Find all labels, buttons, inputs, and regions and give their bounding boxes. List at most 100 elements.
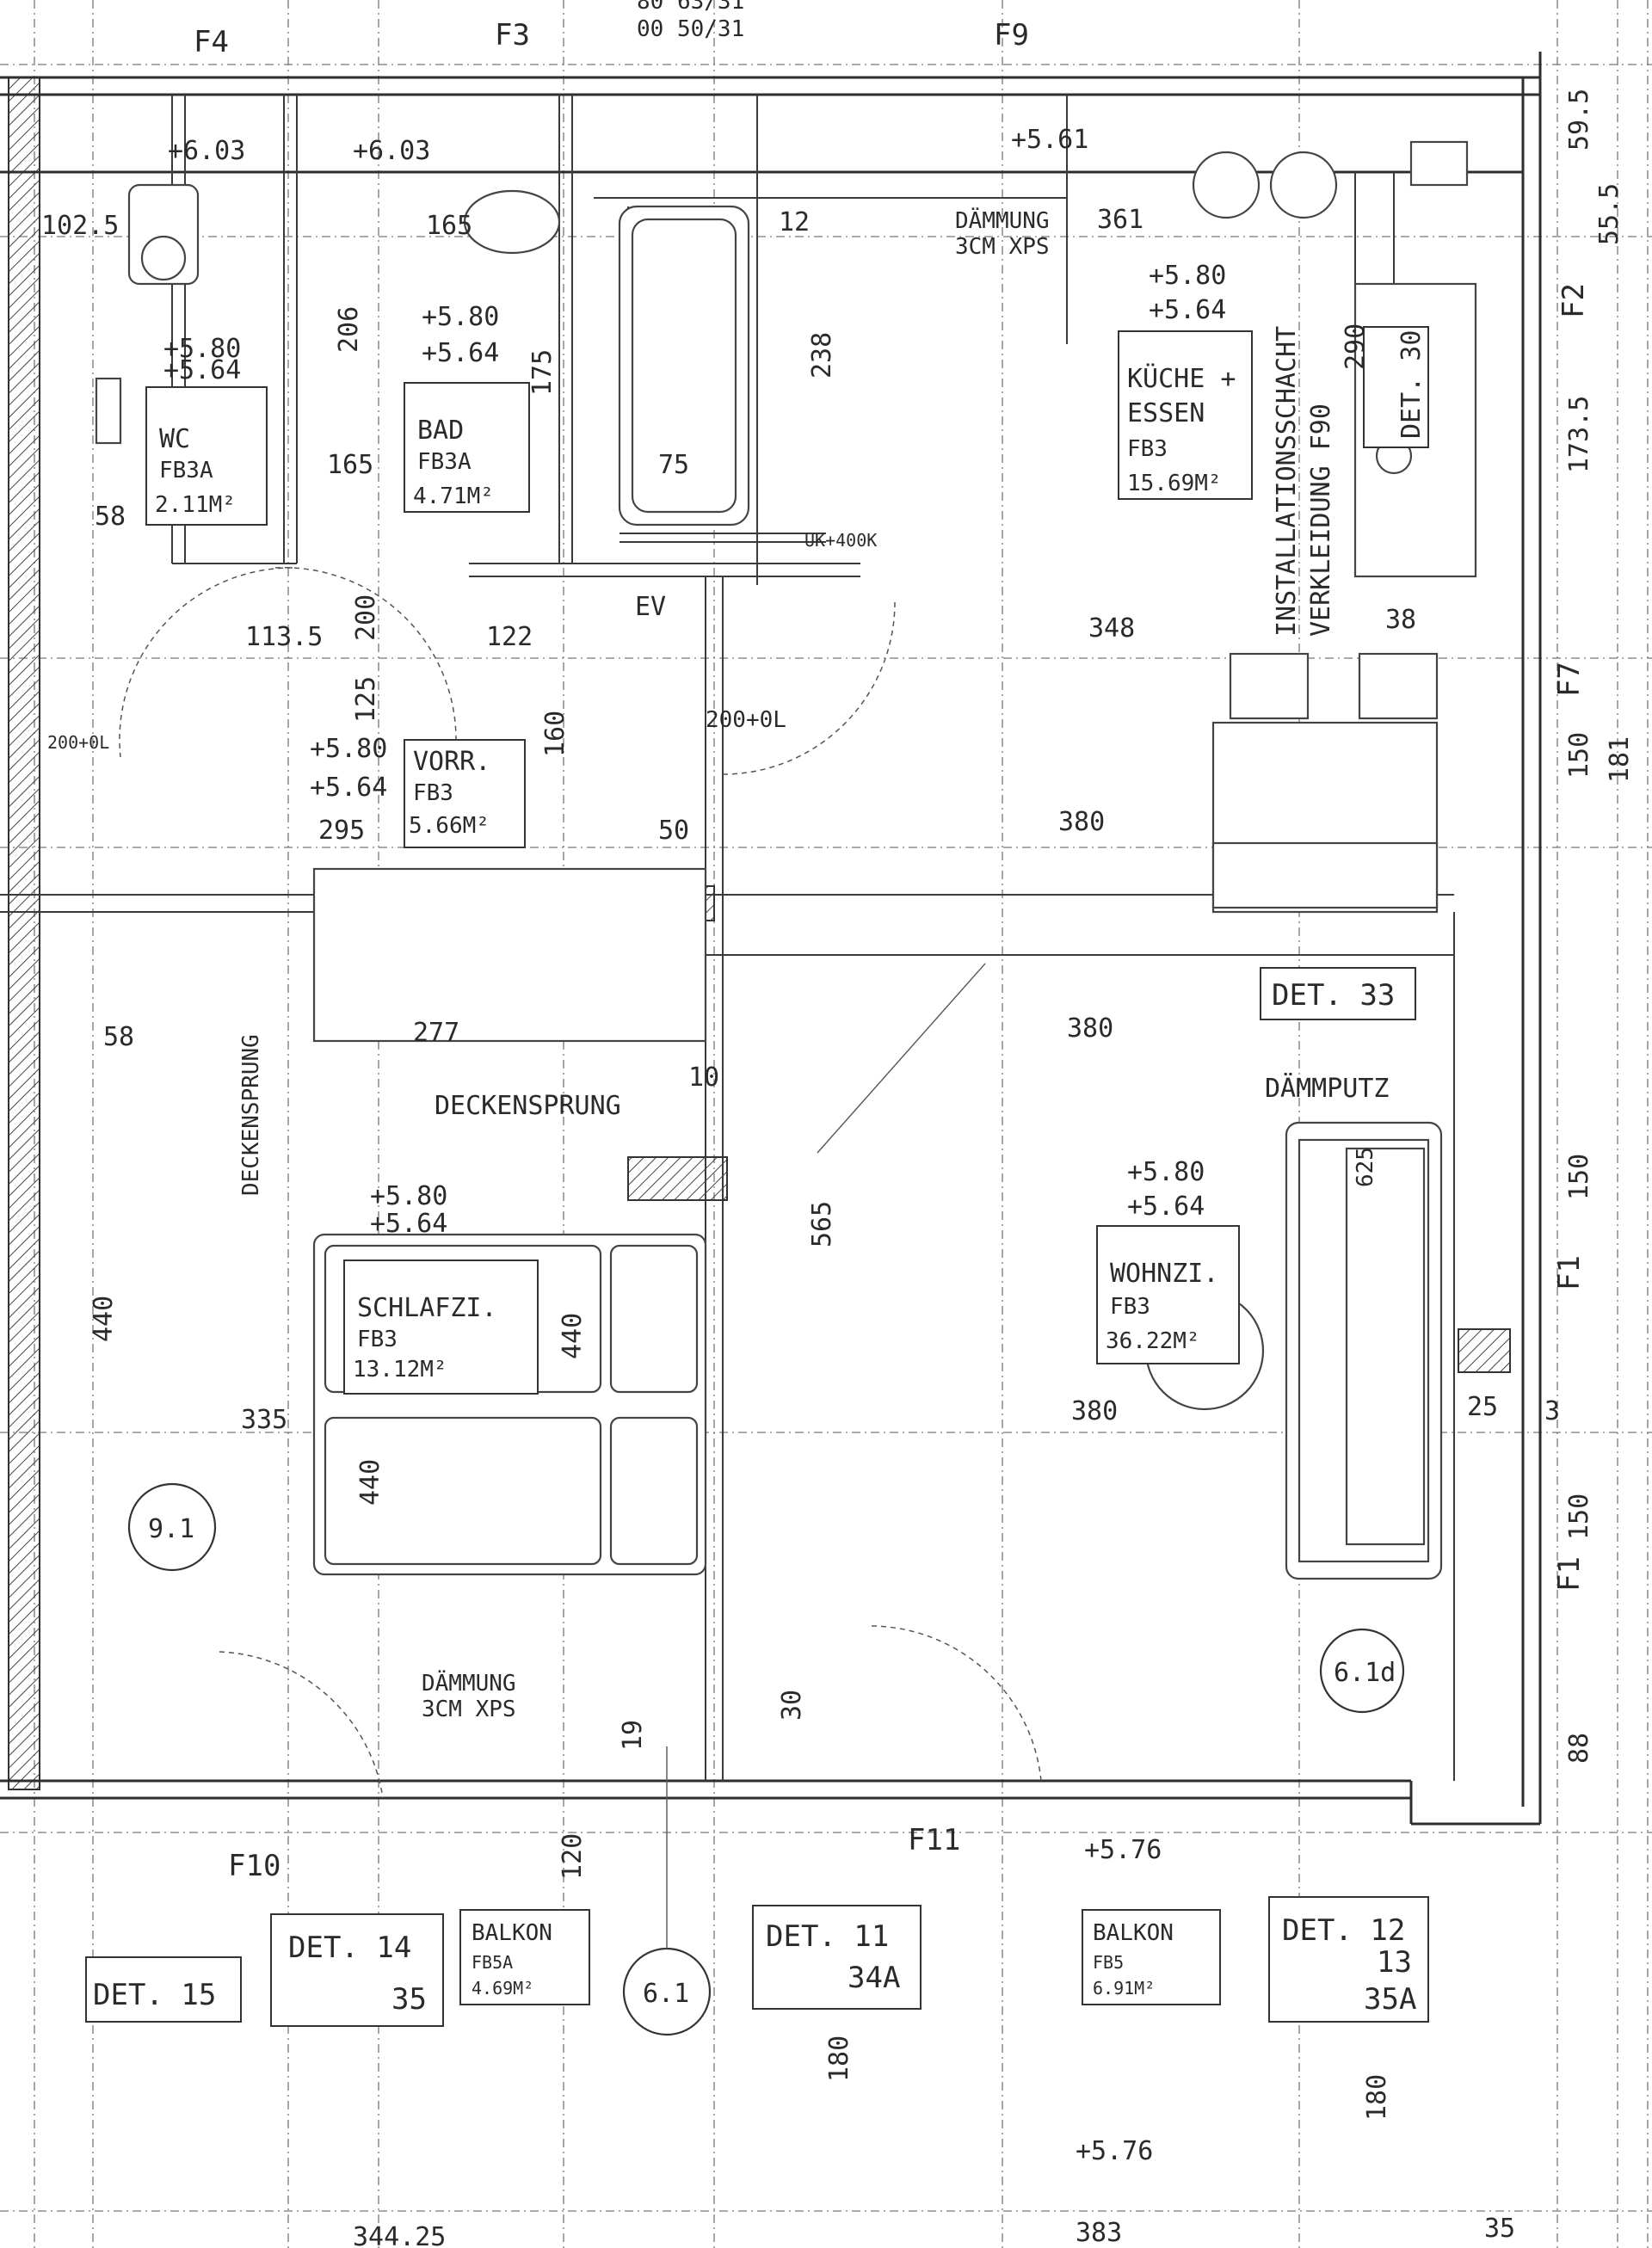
- dim-380-a: 380: [1058, 807, 1105, 837]
- vorr-area: 5.66M²: [409, 813, 490, 839]
- dim-55: 55.5: [1594, 183, 1624, 245]
- frame-note-a: 80 63/31: [637, 0, 744, 15]
- dim-348: 348: [1088, 613, 1135, 644]
- dim-120: 120: [558, 1833, 588, 1880]
- dim-277: 277: [413, 1018, 459, 1048]
- dim-625: 625: [1353, 1147, 1378, 1187]
- dim-35: 35: [1484, 2214, 1515, 2244]
- dim-165-a: 165: [327, 450, 373, 480]
- window-f4: F4: [194, 25, 229, 59]
- axis-6-1: 6.1: [643, 1979, 689, 2009]
- det11-number: 34A: [848, 1961, 900, 1995]
- wohnzi-area: 36.22M²: [1106, 1328, 1200, 1354]
- wohnzi-level-top: +5.80: [1127, 1157, 1205, 1187]
- wc-floor: FB3A: [159, 458, 213, 483]
- det12-label: DET. 12: [1282, 1913, 1405, 1948]
- wc-name: WC: [159, 424, 190, 454]
- door-swings: [119, 567, 1042, 1799]
- dim-335: 335: [241, 1405, 287, 1435]
- wc-level-top: +5.80: [163, 334, 241, 364]
- window-f11: F11: [908, 1823, 960, 1857]
- daemmung-2-a: DÄMMUNG: [955, 206, 1050, 234]
- installation-shaft: INSTALLATIONSSCHACHT: [1272, 326, 1302, 637]
- dim-150-b: 150: [1564, 1494, 1594, 1540]
- kueche-name-2: ESSEN: [1127, 398, 1205, 428]
- installation-cladding: VERKLEIDUNG F90: [1306, 403, 1336, 637]
- wc-area: 2.11M²: [155, 492, 236, 518]
- schlafzi-area: 13.12M²: [353, 1357, 447, 1383]
- axis-6-1d: 6.1d: [1334, 1658, 1396, 1688]
- schlafzi-floor: FB3: [357, 1327, 398, 1352]
- bad-level-bottom: +5.64: [422, 338, 499, 368]
- bad-name: BAD: [417, 416, 464, 446]
- kueche-name-1: KÜCHE +: [1127, 363, 1236, 394]
- dim-238: 238: [807, 332, 837, 379]
- kueche-level-top: +5.80: [1149, 261, 1226, 291]
- ev-label: EV: [635, 592, 666, 622]
- axis-9-1: 9.1: [148, 1514, 194, 1544]
- dim-165-b: 165: [426, 211, 472, 241]
- dim-12: 12: [779, 207, 810, 237]
- window-f7: F7: [1552, 662, 1587, 697]
- window-f1-a: F1: [1552, 1255, 1587, 1290]
- dim-380-b: 380: [1067, 1013, 1113, 1044]
- kueche-floor: FB3: [1127, 436, 1168, 462]
- wohnzi-level-bottom: +5.64: [1127, 1192, 1205, 1222]
- det14-number: 35: [391, 1982, 427, 2017]
- vorr-name: VORR.: [413, 747, 490, 777]
- dimension-text: 344.25 383 380 380 380 348 335 565 440 4…: [41, 89, 1635, 2248]
- det15-label: DET. 15: [93, 1978, 216, 2012]
- dim-380-c: 380: [1071, 1396, 1118, 1426]
- dim-160: 160: [540, 711, 570, 757]
- vorr-floor: FB3: [413, 780, 453, 806]
- level-603-b: +6.03: [353, 136, 430, 166]
- vorr-level-bottom: +5.64: [310, 773, 387, 803]
- dim-180-a: 180: [824, 2036, 854, 2082]
- det11-label: DET. 11: [766, 1919, 889, 1954]
- window-f3: F3: [495, 18, 530, 52]
- dim-25: 25: [1467, 1392, 1498, 1422]
- point-bottom: UK+400K: [804, 530, 877, 551]
- dim-3: 3: [1544, 1396, 1560, 1426]
- frame-note-b: 00 50/31: [637, 16, 744, 42]
- daemmung-1-a: DÄMMUNG: [422, 1669, 516, 1697]
- dim-383: 383: [1076, 2218, 1122, 2248]
- axis-text: 9.1 6.1 6.1d: [148, 1514, 1396, 2009]
- dim-565: 565: [807, 1201, 837, 1247]
- dim-102: 102.5: [41, 211, 119, 241]
- dim-58-a: 58: [95, 502, 126, 532]
- dim-181: 181: [1605, 736, 1635, 783]
- dim-125: 125: [351, 676, 381, 723]
- dim-440-a: 440: [89, 1296, 119, 1342]
- det14-label: DET. 14: [288, 1931, 411, 1965]
- det12-number: 13: [1377, 1945, 1412, 1980]
- level-561: +5.61: [1011, 125, 1088, 155]
- balkon2-name: BALKON: [1093, 1920, 1174, 1946]
- dim-344: 344.25: [353, 2222, 446, 2248]
- kueche-level-bottom: +5.64: [1149, 295, 1226, 325]
- dim-150-a: 150: [1564, 1154, 1594, 1200]
- kueche-area: 15.69M²: [1127, 471, 1222, 496]
- dim-50: 50: [658, 816, 689, 846]
- bad-level-top: +5.80: [422, 302, 499, 332]
- window-f9: F9: [994, 18, 1029, 52]
- det33-label: DET. 33: [1272, 978, 1395, 1013]
- deckensprung-vertical: DECKENSPRUNG: [238, 1034, 264, 1196]
- axis-markers: [127, 1482, 1405, 2036]
- schlafzi-level-top: +5.80: [370, 1181, 447, 1211]
- balkon1-name: BALKON: [472, 1920, 552, 1946]
- schlafzi-name: SCHLAFZI.: [357, 1293, 497, 1323]
- level-text: +6.03 +6.03 +5.61 +5.76 +5.76: [168, 125, 1162, 2166]
- balkon2-area: 6.91M²: [1093, 1978, 1155, 1999]
- dim-180-b: 180: [1362, 2074, 1392, 2121]
- deckensprung-horizontal: DECKENSPRUNG: [435, 1091, 621, 1121]
- det12-code: 35A: [1364, 1982, 1416, 2017]
- det30-label: DET. 30: [1396, 330, 1427, 439]
- level-576-b: +5.76: [1076, 2136, 1153, 2166]
- window-f10: F10: [228, 1849, 280, 1883]
- dim-88: 88: [1564, 1733, 1594, 1764]
- vorr-level-top: +5.80: [310, 734, 387, 764]
- dim-173: 173.5: [1564, 396, 1594, 473]
- door-size: 200+0L: [706, 707, 786, 733]
